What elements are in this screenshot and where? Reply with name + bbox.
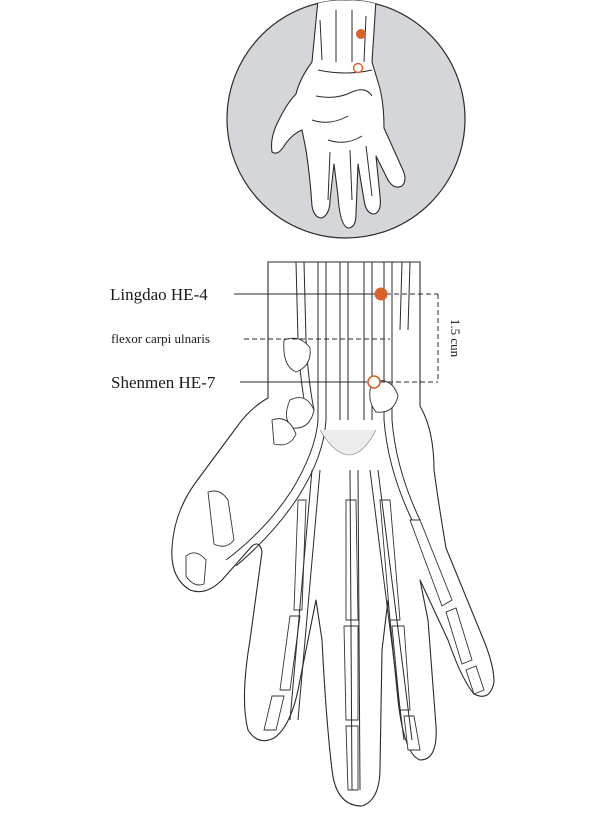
muscle-label: flexor carpi ulnaris <box>111 331 210 346</box>
digit-tendons <box>289 469 413 791</box>
shenmen-point <box>367 375 381 389</box>
lingdao-label: Lingdao HE-4 <box>110 285 208 304</box>
inset-shenmen-point <box>352 62 364 74</box>
shenmen-label: Shenmen HE-7 <box>111 373 216 392</box>
main-hand <box>171 261 495 807</box>
inset-lingdao-point <box>356 29 366 39</box>
finger-bones <box>185 490 485 791</box>
inset-circle <box>226 0 466 239</box>
inset-hand <box>270 0 406 229</box>
hand-outline <box>171 261 495 807</box>
distance-label: 1.5 cun <box>448 319 463 358</box>
annotation-lines <box>234 293 439 383</box>
lingdao-point <box>374 287 388 301</box>
carpal-bones <box>271 337 399 456</box>
